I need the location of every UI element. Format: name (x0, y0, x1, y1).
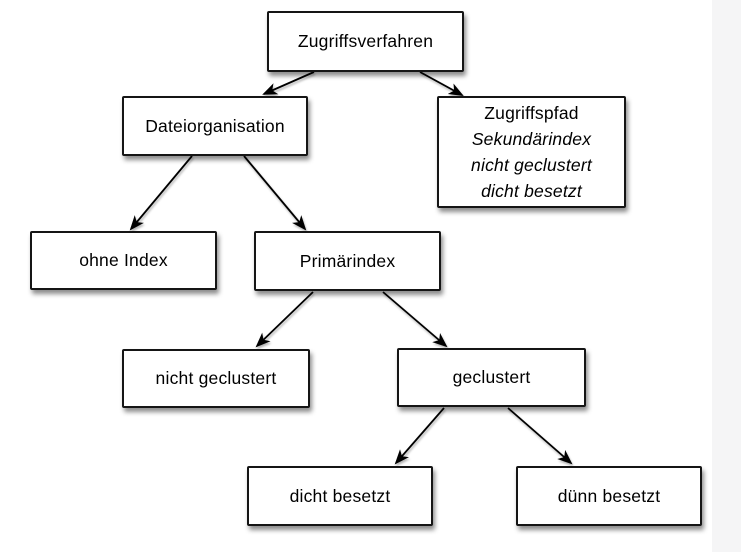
edge-primaerindex-geclustert (382, 291, 448, 348)
node-label: Zugriffsverfahren (297, 31, 434, 51)
node-label-line: nicht geclustert (471, 155, 592, 175)
node-label: dünn besetzt (557, 485, 661, 506)
node-label-line: Sekundärindex (471, 129, 592, 149)
edge-dateiorganisation-ohne-index (129, 155, 193, 231)
node-label: Primärindex (299, 250, 396, 271)
node-label: geclustert (452, 367, 531, 387)
node-zugriffspfad: Zugriffspfad Sekundärindex nicht geclust… (437, 96, 626, 208)
node-label: ohne Index (79, 250, 168, 270)
node-ohne-index: ohne Index (30, 231, 217, 290)
node-geclustert: geclustert (397, 348, 586, 407)
edge-primaerindex-nicht-geclustert (255, 291, 314, 348)
node-label: Dateiorganisation (145, 115, 285, 136)
node-dicht-besetzt: dicht besetzt (247, 466, 433, 526)
node-label-line: dicht besetzt (481, 181, 582, 201)
node-nicht-geclustert: nicht geclustert (122, 349, 310, 408)
node-duenn-besetzt: dünn besetzt (516, 466, 702, 526)
edge-zugriffsverfahren-zugriffspfad (419, 71, 464, 96)
node-label-line: Zugriffspfad (484, 103, 579, 123)
node-label: nicht geclustert (155, 368, 277, 388)
page-right-margin (712, 0, 741, 552)
edge-dateiorganisation-primaerindex (243, 155, 307, 231)
node-dateiorganisation: Dateiorganisation (122, 96, 308, 156)
node-zugriffsverfahren: Zugriffsverfahren (267, 11, 464, 72)
node-primaerindex: Primärindex (254, 231, 441, 291)
node-label: dicht besetzt (289, 485, 391, 506)
edge-geclustert-duenn-besetzt (507, 407, 573, 465)
edge-zugriffsverfahren-dateiorganisation (262, 71, 315, 95)
edge-geclustert-dicht-besetzt (394, 407, 445, 465)
